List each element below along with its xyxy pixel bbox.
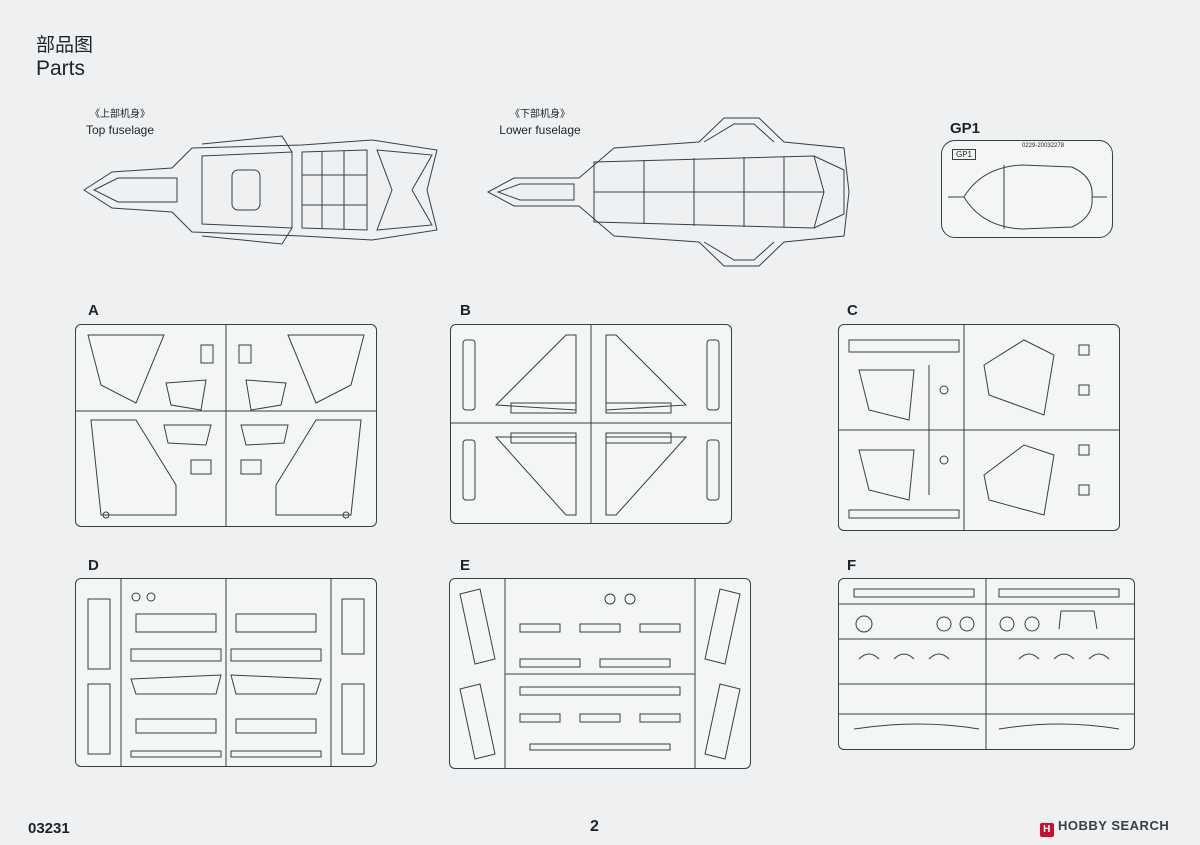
watermark-text: HOBBY SEARCH (1058, 818, 1170, 833)
sprue-letter-e: E (460, 557, 471, 574)
watermark: H HOBBY SEARCH (1040, 818, 1169, 837)
page-title-en: Parts (36, 57, 86, 80)
sprue-e (449, 578, 751, 769)
top-fuselage-part (83, 135, 438, 245)
canopy-part (948, 164, 1107, 230)
sprue-a (75, 324, 377, 527)
page-title-cn: 部品图 (36, 35, 94, 56)
sprue-letter-a: A (88, 302, 99, 319)
gp1-clear-part-frame: GP1 0229-20032278 (941, 140, 1113, 238)
sprue-f-parts (839, 579, 1134, 749)
sprue-d-parts (87, 579, 365, 766)
lower-fuselage-caption: 《下部机身》 Lower fuselage (495, 105, 585, 137)
sprue-e-parts (459, 579, 741, 768)
sprue-d (75, 578, 377, 767)
lower-fuselage-part (486, 117, 850, 267)
top-fuselage-caption: 《上部机身》 Top fuselage (80, 105, 160, 137)
page-number: 2 (590, 818, 599, 835)
sprue-letter-c: C (847, 302, 858, 319)
lower-fuselage-label-cn: 《下部机身》 (510, 109, 570, 120)
gp1-title: GP1 (950, 120, 981, 137)
sprue-a-parts (76, 325, 376, 526)
sprue-letter-f: F (847, 557, 857, 574)
sprue-letter-b: B (460, 302, 471, 319)
sprue-c (838, 324, 1120, 531)
top-fuselage-label-en: Top fuselage (85, 123, 155, 137)
gp1-tag: GP1 (952, 149, 977, 160)
sprue-b (450, 324, 732, 524)
lower-fuselage-label-en: Lower fuselage (499, 123, 581, 137)
sprue-b-parts (451, 325, 731, 523)
gp1-code: 0229-20032278 (1022, 143, 1065, 149)
product-code: 03231 (28, 820, 70, 837)
sprue-c-parts (839, 325, 1119, 530)
hobby-search-logo-icon: H (1040, 823, 1054, 837)
top-fuselage-label-cn: 《上部机身》 (90, 109, 150, 120)
sprue-letter-d: D (88, 557, 99, 574)
sprue-f (838, 578, 1135, 750)
